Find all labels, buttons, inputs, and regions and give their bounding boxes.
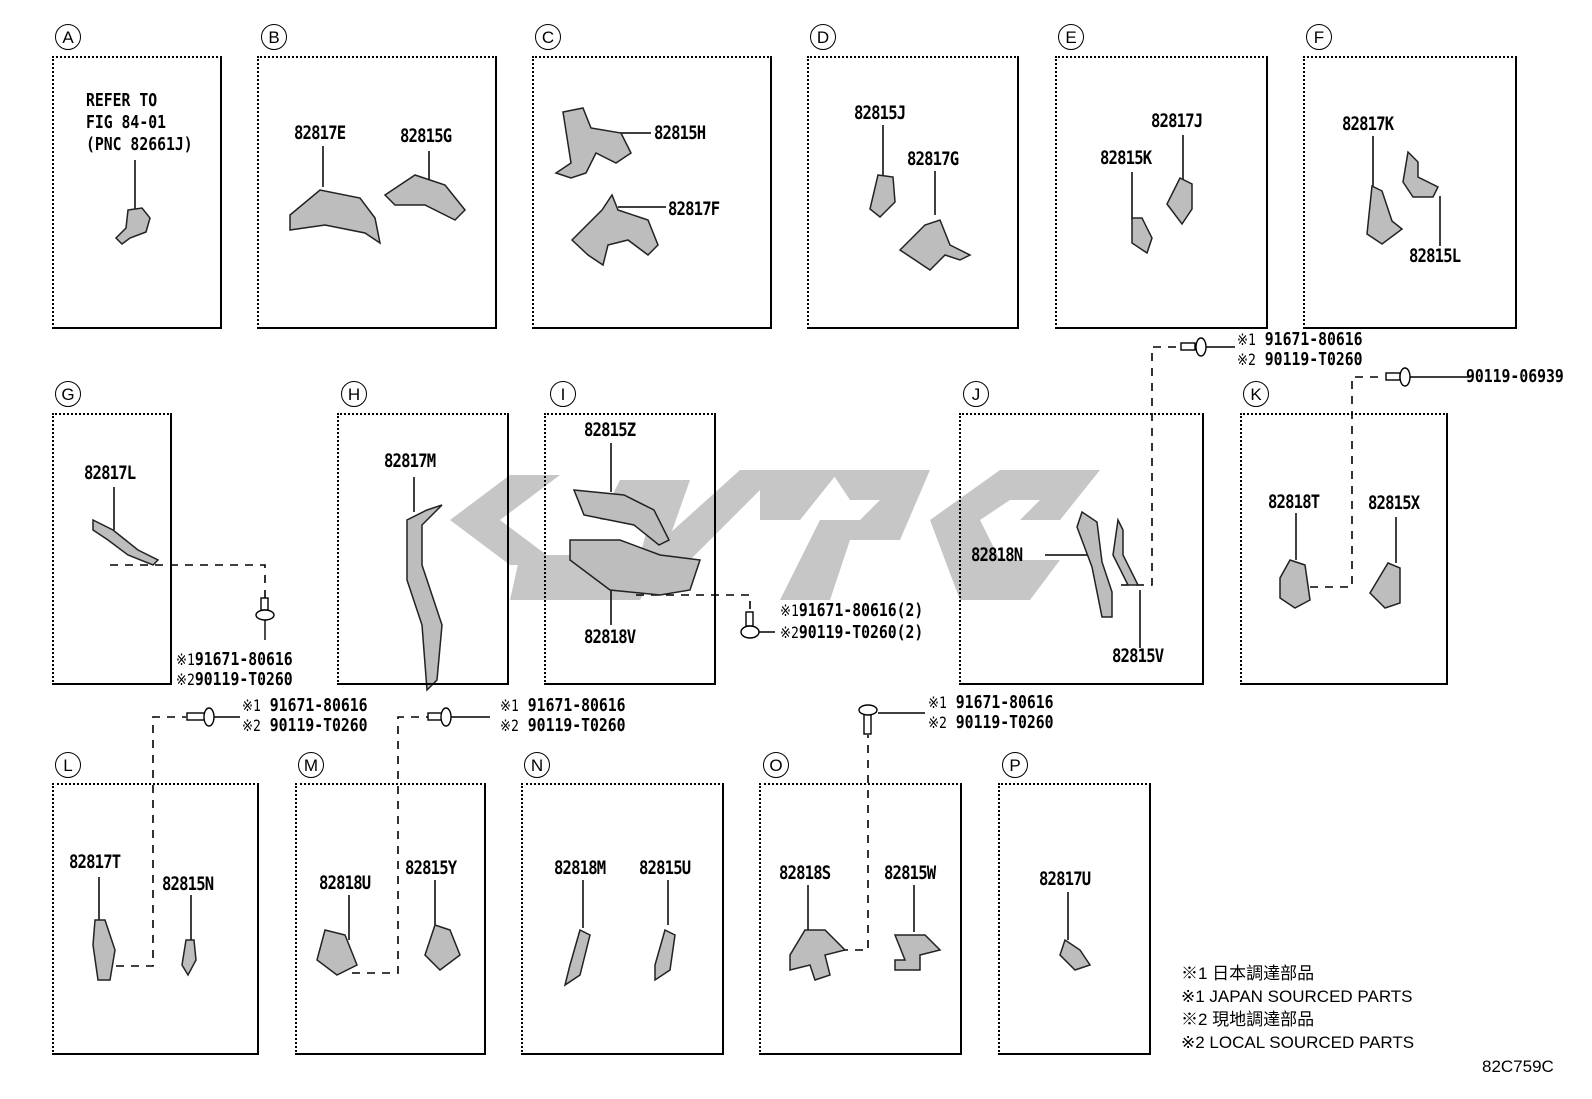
section-box-e bbox=[1055, 56, 1268, 329]
section-box-f bbox=[1303, 56, 1517, 329]
part-number: 82815V bbox=[1112, 645, 1164, 667]
section-box-d bbox=[807, 56, 1019, 329]
bolt-callout: ※191671-80616 ※290119-T0260 bbox=[176, 649, 293, 690]
part-number: 82815Z bbox=[584, 419, 636, 441]
part-number: 82817G bbox=[907, 148, 959, 170]
figure-id: 82C759C bbox=[1482, 1057, 1554, 1076]
part-number: 82815J bbox=[854, 102, 906, 124]
section-box-n bbox=[521, 783, 724, 1055]
section-label-i: I bbox=[550, 381, 576, 407]
section-box-o bbox=[759, 783, 962, 1055]
section-label-g: G bbox=[55, 381, 81, 407]
section-box-a bbox=[52, 56, 222, 329]
part-number: 82815Y bbox=[405, 857, 457, 879]
part-number: 82817J bbox=[1151, 110, 1203, 132]
section-label-j: J bbox=[963, 381, 989, 407]
refer-note: REFER TO FIG 84-01 (PNC 82661J) bbox=[86, 90, 193, 155]
part-number: 82818V bbox=[584, 626, 636, 648]
section-label-m: M bbox=[298, 752, 324, 778]
part-number: 82818M bbox=[554, 857, 606, 879]
section-label-k: K bbox=[1243, 381, 1269, 407]
part-number: 82818N bbox=[971, 544, 1023, 566]
part-number: 82817U bbox=[1039, 868, 1091, 890]
section-box-b bbox=[257, 56, 497, 329]
part-number: 82815H bbox=[654, 122, 706, 144]
section-box-g bbox=[52, 413, 172, 685]
section-label-c: C bbox=[535, 24, 561, 50]
section-box-p bbox=[998, 783, 1151, 1055]
part-number: 82817L bbox=[84, 462, 136, 484]
section-label-f: F bbox=[1306, 24, 1332, 50]
section-label-e: E bbox=[1058, 24, 1084, 50]
part-number: 82815L bbox=[1409, 245, 1461, 267]
bolt-callout: 90119-06939 bbox=[1466, 366, 1564, 387]
bolt-callout: ※1 91671-80616 ※2 90119-T0260 bbox=[500, 695, 626, 736]
section-box-c bbox=[532, 56, 772, 329]
section-label-p: P bbox=[1002, 752, 1028, 778]
bolt-icon bbox=[255, 597, 275, 640]
part-number: 82817F bbox=[668, 198, 720, 220]
part-number: 82818U bbox=[319, 872, 371, 894]
part-82661J-shape bbox=[114, 207, 151, 245]
part-number: 82817T bbox=[69, 851, 121, 873]
bolt-callout: ※1 91671-80616 ※2 90119-T0260 bbox=[242, 695, 368, 736]
part-number: 82815W bbox=[884, 862, 936, 884]
part-number: 82817E bbox=[294, 122, 346, 144]
section-box-j bbox=[959, 413, 1204, 685]
section-label-b: B bbox=[261, 24, 287, 50]
section-box-i bbox=[544, 413, 716, 685]
part-number: 82815X bbox=[1368, 492, 1420, 514]
bolt-icon bbox=[427, 707, 452, 727]
bolt-callout: ※191671-80616(2) ※290119-T0260(2) bbox=[780, 600, 924, 643]
legend-item: ※1 JAPAN SOURCED PARTS bbox=[1181, 987, 1413, 1006]
section-label-d: D bbox=[810, 24, 836, 50]
part-number: 82815N bbox=[162, 873, 214, 895]
part-number: 82815K bbox=[1100, 147, 1152, 169]
bolt-icon bbox=[740, 611, 760, 639]
section-box-k bbox=[1240, 413, 1448, 685]
section-label-n: N bbox=[524, 752, 550, 778]
part-number: 82818S bbox=[779, 862, 831, 884]
bolt-icon bbox=[1385, 367, 1411, 387]
legend-item: ※2 現地調達部品 bbox=[1181, 1010, 1315, 1029]
section-box-m bbox=[295, 783, 486, 1055]
section-label-l: L bbox=[55, 752, 81, 778]
part-number: 82818T bbox=[1268, 491, 1320, 513]
legend-item: ※2 LOCAL SOURCED PARTS bbox=[1181, 1033, 1415, 1052]
part-number: 82815G bbox=[400, 125, 452, 147]
bolt-icon bbox=[1180, 337, 1207, 357]
section-label-o: O bbox=[763, 752, 789, 778]
part-number: 82815U bbox=[639, 857, 691, 879]
legend-item: ※1 日本調達部品 bbox=[1181, 964, 1315, 983]
part-number: 82817M bbox=[384, 450, 436, 472]
part-number: 82817K bbox=[1342, 113, 1394, 135]
section-label-h: H bbox=[341, 381, 367, 407]
bolt-callout: ※1 91671-80616 ※2 90119-T0260 bbox=[928, 692, 1054, 733]
section-box-h bbox=[337, 413, 509, 685]
bolt-icon bbox=[858, 704, 878, 735]
section-box-l bbox=[52, 783, 259, 1055]
bolt-callout: ※1 91671-80616 ※2 90119-T0260 bbox=[1237, 329, 1363, 370]
sourcing-legend: ※1 日本調達部品 ※1 JAPAN SOURCED PARTS ※2 現地調達… bbox=[1181, 962, 1414, 1054]
section-label-a: A bbox=[55, 24, 81, 50]
bolt-icon bbox=[186, 707, 215, 727]
